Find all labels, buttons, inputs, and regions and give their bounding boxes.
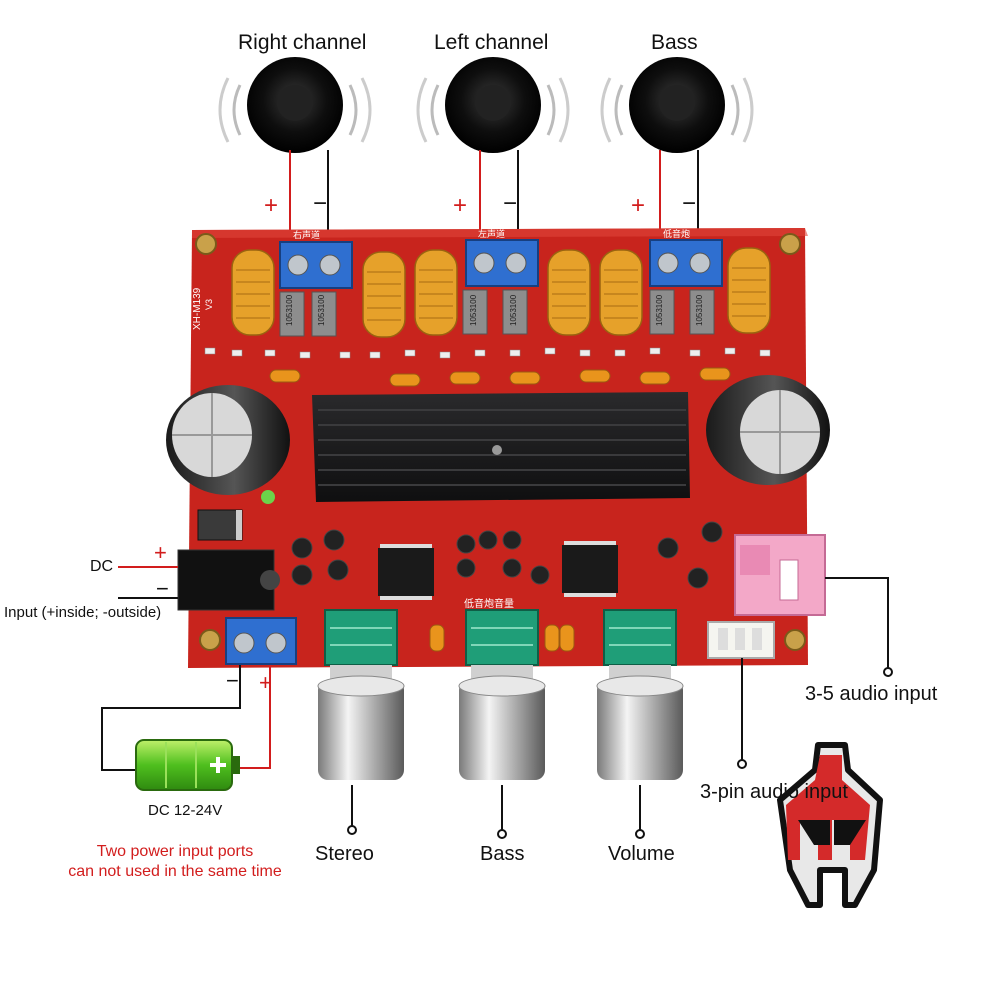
heatsink (312, 392, 690, 502)
capacitor-left (166, 385, 290, 495)
silk-bass: 低音炮 (663, 228, 690, 240)
speaker-terminal-left (465, 239, 539, 287)
label-right-channel: Right channel (238, 31, 367, 54)
plus-sign: + (453, 192, 468, 219)
ic-chip-right (562, 541, 618, 597)
power-led (261, 490, 275, 504)
minus-sign: − (313, 190, 328, 217)
label-battery: DC 12-24V (148, 802, 223, 819)
inductor-code: 1053100 (509, 294, 518, 326)
inductor-code: 1053100 (469, 294, 478, 326)
label-bass-speaker: Bass (651, 31, 698, 54)
plus-sign: + (154, 540, 167, 565)
speaker-terminal-right (279, 241, 353, 289)
label-dc: DC (90, 558, 114, 575)
label-stereo: Stereo (315, 843, 374, 865)
battery-icon (135, 739, 240, 791)
label-3-pin-audio-input: 3-pin audio input (700, 781, 848, 803)
inductor-code: 1053100 (695, 294, 704, 326)
power-terminal (225, 617, 297, 665)
speaker-left-channel (416, 57, 570, 153)
speaker-bass (600, 57, 754, 153)
inductor-code: 1053100 (655, 294, 664, 326)
plus-sign: + (631, 192, 646, 219)
silk-left-channel: 左声道 (478, 228, 505, 240)
label-bass-knob: Bass (480, 843, 525, 865)
board-version: V3 (204, 299, 214, 310)
label-3-5-audio-input: 3-5 audio input (805, 683, 938, 705)
knob-pointers (347, 785, 645, 839)
inductor-code: 1053100 (285, 294, 294, 326)
label-dc-input-note: Input (+inside; -outside) (4, 604, 162, 621)
dc-pointer-wires (118, 566, 178, 599)
speaker-terminal-bass (649, 239, 723, 287)
power-warning: Two power input ports can not used in th… (40, 842, 310, 882)
minus-sign: − (226, 668, 239, 693)
label-left-channel: Left channel (434, 31, 549, 54)
plus-sign: + (264, 192, 279, 219)
power-warning-line2: can not used in the same time (68, 863, 282, 880)
knob-volume (596, 609, 684, 780)
minus-sign: − (682, 190, 697, 217)
audio-connector-3-pin (707, 621, 775, 659)
speaker-right-channel (218, 57, 372, 153)
power-warning-line1: Two power input ports (96, 843, 254, 860)
dc-barrel-jack (177, 549, 280, 611)
minus-sign: − (503, 190, 518, 217)
board-model: XH-M139 (192, 287, 203, 330)
capacitor-right (706, 375, 830, 485)
knob-stereo (317, 609, 405, 780)
inductor-code: 1053100 (317, 294, 326, 326)
input-pointers (737, 577, 893, 769)
ic-chip-left (378, 544, 434, 600)
diode (197, 509, 243, 541)
amplifier-board (166, 228, 830, 668)
battery-wires (101, 665, 271, 771)
plus-sign: + (259, 670, 272, 695)
silk-bass-volume: 低音炮音量 (464, 597, 514, 610)
silk-right-channel: 右声道 (293, 229, 320, 241)
minus-sign: − (156, 576, 169, 601)
spartan-helmet-logo (777, 742, 883, 908)
knob-bass (458, 609, 546, 780)
audio-jack-3-5 (734, 534, 826, 616)
label-volume: Volume (608, 843, 675, 865)
